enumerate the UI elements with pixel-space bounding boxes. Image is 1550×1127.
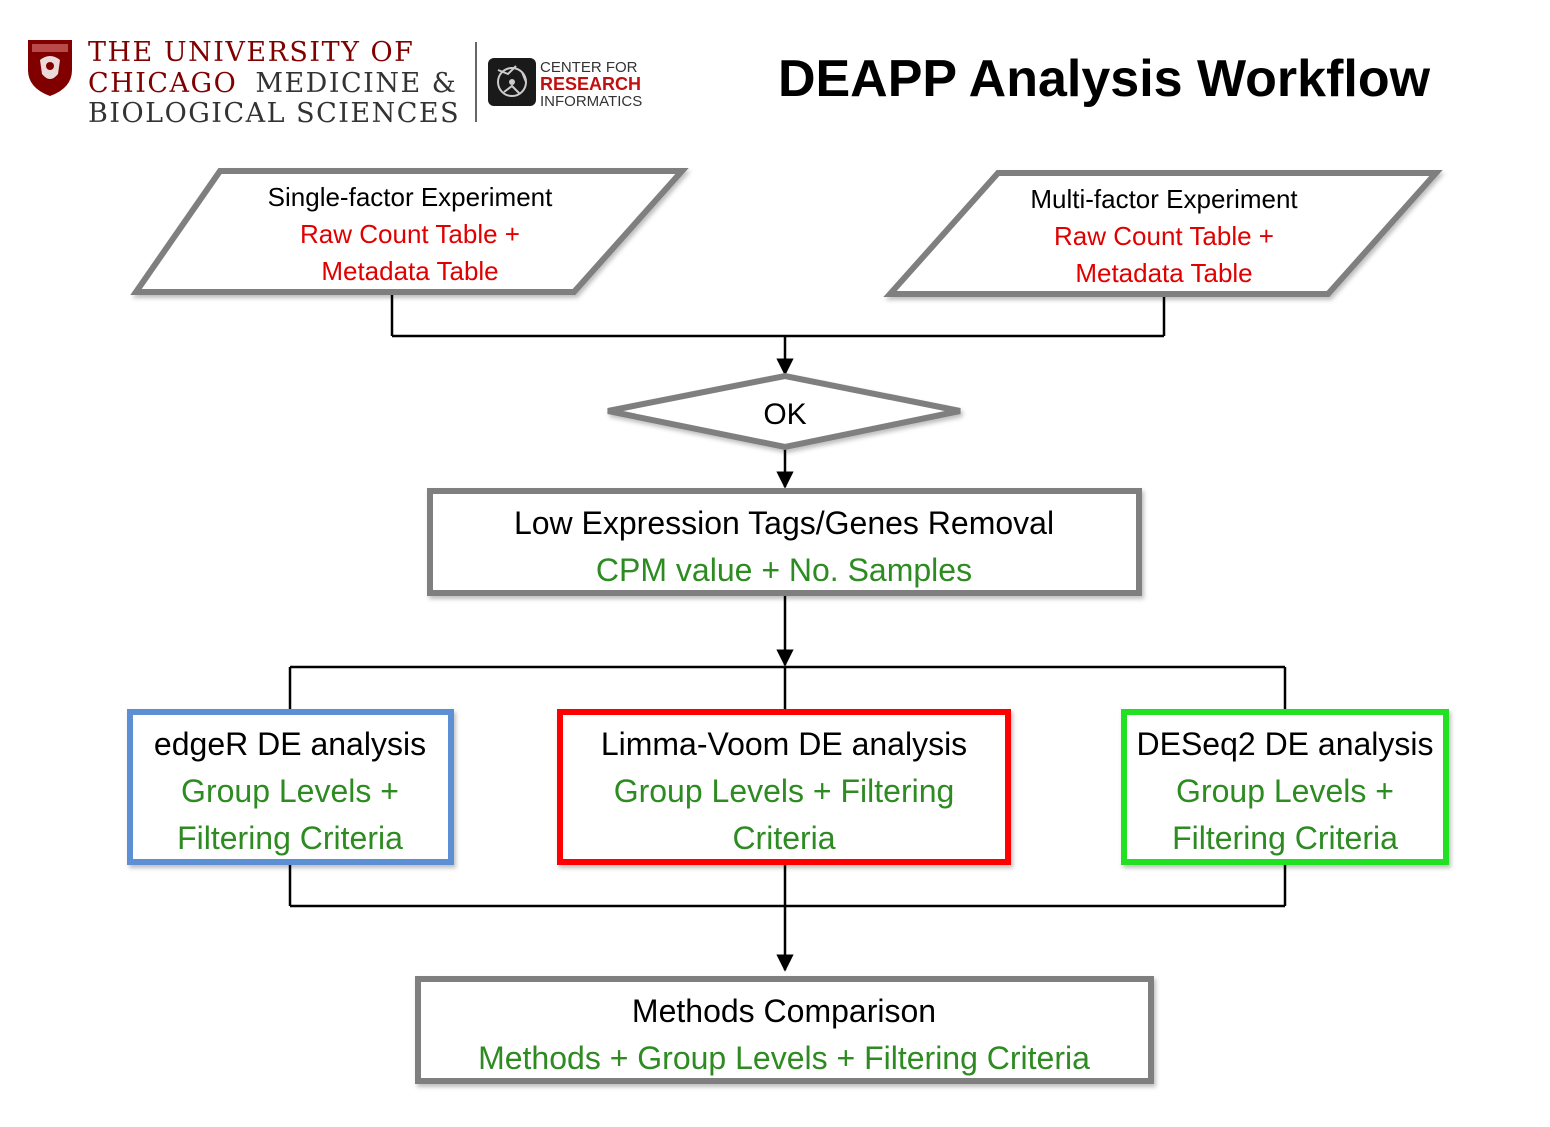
single-factor-line3: Metadata Table bbox=[321, 256, 498, 286]
university-line2: CHICAGO MEDICINE & bbox=[88, 68, 457, 99]
edger-shape bbox=[127, 709, 454, 865]
limma-line3: Criteria bbox=[732, 820, 835, 856]
compare-shape bbox=[415, 976, 1154, 1084]
university-line2-medicine: MEDICINE & bbox=[255, 68, 457, 99]
low-expression-title: Low Expression Tags/Genes Removal bbox=[514, 505, 1054, 541]
cri-circuit-icon bbox=[488, 58, 536, 106]
multi-factor-line2: Raw Count Table + bbox=[1054, 221, 1274, 251]
cri-logo: CENTER FOR RESEARCH INFORMATICS bbox=[488, 58, 642, 110]
cri-line2: RESEARCH bbox=[540, 74, 641, 94]
university-line1: THE UNIVERSITY OF bbox=[88, 37, 414, 68]
deseq-title: DESeq2 DE analysis bbox=[1136, 726, 1433, 762]
ok-shape bbox=[607, 372, 961, 451]
deseq-shape bbox=[1121, 709, 1449, 865]
node-low-expression: Low Expression Tags/Genes Removal CPM va… bbox=[427, 488, 1142, 596]
limma-title: Limma-Voom DE analysis bbox=[601, 726, 967, 762]
compare-line2: Methods + Group Levels + Filtering Crite… bbox=[478, 1040, 1090, 1076]
limma-shape bbox=[557, 709, 1011, 865]
deseq-line3: Filtering Criteria bbox=[1172, 820, 1398, 856]
university-shield-icon bbox=[28, 40, 72, 96]
university-line3: BIOLOGICAL SCIENCES bbox=[88, 98, 460, 129]
node-limma-voom: Limma-Voom DE analysis Group Levels + Fi… bbox=[557, 709, 1011, 865]
multi-factor-title: Multi-factor Experiment bbox=[1030, 184, 1298, 214]
limma-line2: Group Levels + Filtering bbox=[614, 773, 955, 809]
edger-line3: Filtering Criteria bbox=[177, 820, 403, 856]
edger-line2: Group Levels + bbox=[181, 773, 399, 809]
node-single-factor: Single-factor Experiment Raw Count Table… bbox=[130, 168, 689, 295]
single-factor-line2: Raw Count Table + bbox=[300, 219, 520, 249]
node-deseq2: DESeq2 DE analysis Group Levels + Filter… bbox=[1121, 709, 1449, 865]
single-factor-shape bbox=[130, 168, 689, 295]
connectors bbox=[288, 294, 1287, 972]
single-factor-title: Single-factor Experiment bbox=[268, 182, 553, 212]
university-logo: THE UNIVERSITY OF CHICAGO MEDICINE & BIO… bbox=[28, 37, 477, 129]
compare-title: Methods Comparison bbox=[632, 993, 936, 1029]
page-title: DEAPP Analysis Workflow bbox=[778, 50, 1431, 108]
node-ok: OK bbox=[607, 372, 961, 451]
cri-line1: CENTER FOR bbox=[540, 59, 638, 76]
ok-label: OK bbox=[763, 398, 806, 431]
node-methods-comparison: Methods Comparison Methods + Group Level… bbox=[415, 976, 1154, 1084]
university-line2-chicago: CHICAGO bbox=[88, 68, 237, 99]
deseq-line2: Group Levels + bbox=[1176, 773, 1394, 809]
cri-line3: INFORMATICS bbox=[540, 93, 642, 110]
low-expression-shape bbox=[427, 488, 1142, 596]
low-expression-line2: CPM value + No. Samples bbox=[596, 552, 972, 588]
node-multi-factor: Multi-factor Experiment Raw Count Table … bbox=[883, 170, 1443, 297]
node-edger: edgeR DE analysis Group Levels + Filteri… bbox=[127, 709, 454, 865]
edger-title: edgeR DE analysis bbox=[154, 726, 426, 762]
multi-factor-line3: Metadata Table bbox=[1075, 258, 1252, 288]
multi-factor-shape bbox=[883, 170, 1443, 297]
